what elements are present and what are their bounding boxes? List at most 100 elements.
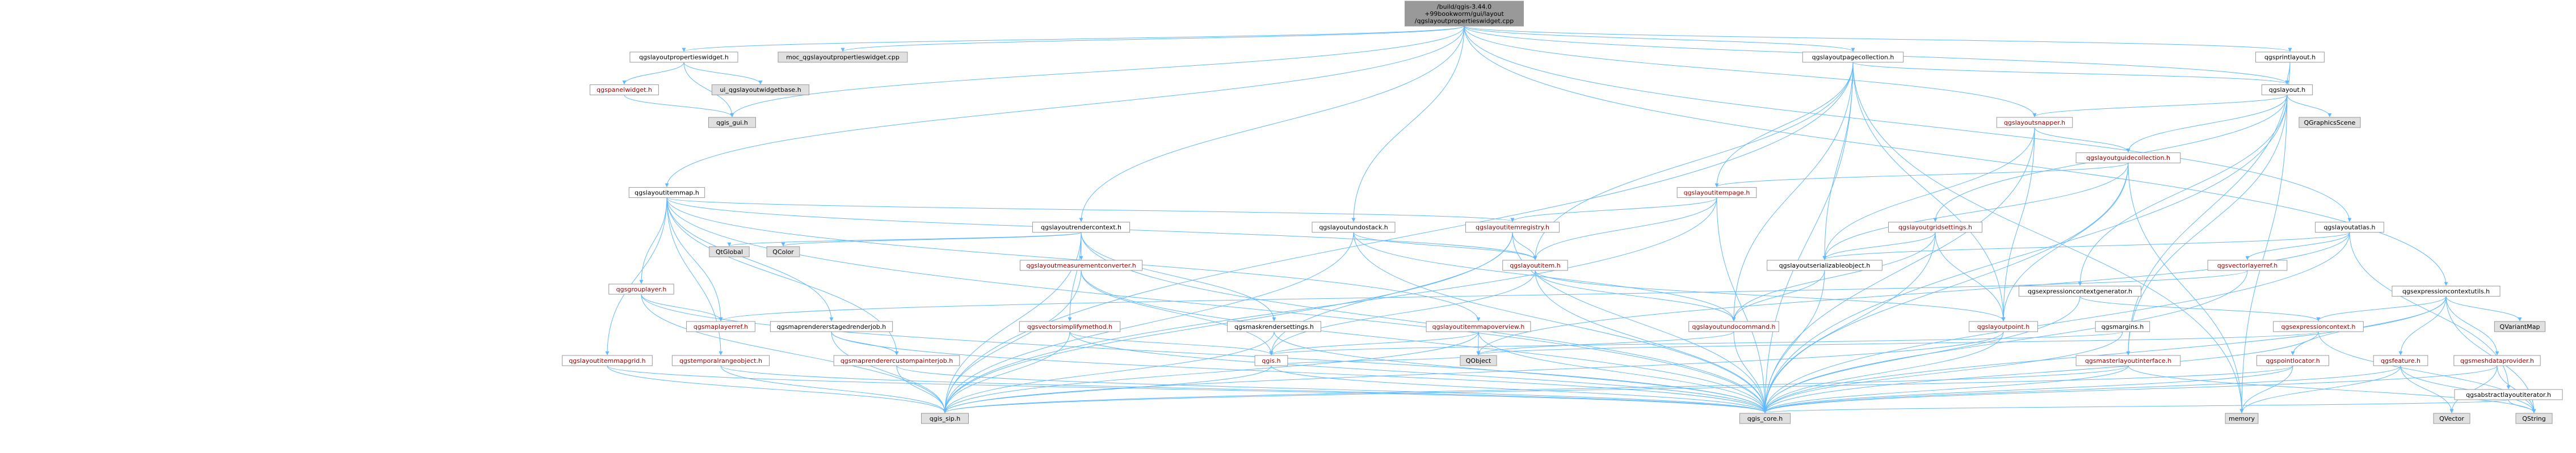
- node-exprcontext[interactable]: qgsexpressioncontext.h: [2273, 321, 2364, 332]
- edge-pagecoll-to-serializable: [1822, 62, 1854, 260]
- node-exprutils[interactable]: qgsexpressioncontextutils.h: [2392, 286, 2501, 297]
- edge-vsimplify-to-sip: [943, 331, 1070, 413]
- edge-pagecoll-to-memory: [1852, 62, 2244, 413]
- edge-itemmap-to-itemregistry: [666, 197, 1515, 222]
- edge-custompainter-to-core: [896, 365, 1767, 413]
- node-margins[interactable]: qgsmargins.h: [2095, 321, 2150, 332]
- node-box: [1254, 355, 1288, 366]
- edge-rendercontext-to-qtglobal: [727, 232, 1082, 247]
- node-label: qgslayoutitemregistry.h: [1476, 224, 1549, 231]
- edge-root-to-gui: [730, 26, 1465, 117]
- node-box: [1019, 321, 1121, 332]
- edge-undostack-to-sip: [943, 232, 1354, 413]
- node-box: [1739, 413, 1791, 424]
- node-pagecoll[interactable]: qgslayoutpagecollection.h: [1802, 52, 1904, 63]
- edge-exprutils-to-meshprovider: [2445, 296, 2499, 355]
- edge-snapper-to-guidecoll: [2034, 127, 2130, 153]
- node-vectorlayerref[interactable]: qgsvectorlayerref.h: [2207, 260, 2288, 271]
- node-atlas[interactable]: qgslayoutatlas.h: [2315, 222, 2384, 233]
- node-box: [629, 52, 738, 63]
- node-serializable[interactable]: qgslayoutserializableobject.h: [1767, 260, 1882, 271]
- node-box: [708, 117, 756, 128]
- edge-temporal-to-core: [720, 365, 1767, 413]
- node-undostack[interactable]: qgslayoutundostack.h: [1312, 222, 1396, 233]
- edge-layout-to-core: [1763, 95, 2288, 413]
- edge-itemregistry-to-qgis_h: [1269, 232, 1513, 355]
- node-absiter[interactable]: qgsabstractlayoutiterator.h: [2454, 389, 2563, 400]
- edge-root-to-printlayout: [1464, 26, 2292, 52]
- node-box: [1405, 1, 1524, 27]
- node-box: [770, 321, 893, 332]
- node-maprenderer[interactable]: qgsmaprendererstagedrenderjob.h: [770, 321, 893, 332]
- node-mapoverview[interactable]: qgslayoutitemmapoverview.h: [1426, 321, 1531, 332]
- node-layoutpoint[interactable]: qgslayoutpoint.h: [1969, 321, 2038, 332]
- node-rendercontext[interactable]: qgslayoutrendercontext.h: [1032, 222, 1131, 233]
- edge-gridsettings-to-serializable: [1822, 232, 1936, 260]
- node-panel[interactable]: qgspanelwidget.h: [590, 84, 659, 95]
- node-undocmd[interactable]: qgslayoutundocommand.h: [1688, 321, 1779, 332]
- edge-layoutpoint-to-sip: [943, 331, 2004, 413]
- edge-layout-to-gscene: [2287, 95, 2332, 117]
- node-measconv[interactable]: qgslayoutmeasurementconverter.h: [1019, 260, 1143, 271]
- edge-itemmap-to-core: [666, 197, 1767, 413]
- node-itemmap[interactable]: qgslayoutitemmap.h: [628, 187, 705, 198]
- edge-layout-to-exprctxgen: [2078, 95, 2288, 286]
- node-itemregistry[interactable]: qgslayoutitemregistry.h: [1465, 222, 1560, 233]
- node-box: [2392, 286, 2501, 297]
- node-label: QObject: [1466, 357, 1491, 365]
- node-box: [1888, 222, 1982, 233]
- node-mapgrid[interactable]: qgslayoutitemmapgrid.h: [562, 355, 653, 366]
- edge-root-to-pagecoll: [1464, 26, 1855, 52]
- node-label: qgslayoutgridsettings.h: [1898, 224, 1972, 231]
- node-meshprovider[interactable]: qgsmeshdataprovider.h: [2453, 355, 2541, 366]
- node-feature[interactable]: qgsfeature.h: [2373, 355, 2428, 366]
- node-root: /build/qgis-3.44.0+99bookworm/gui/layout…: [1405, 1, 1524, 27]
- node-layoutitem[interactable]: qgslayoutitem.h: [1502, 260, 1568, 271]
- edge-root-to-undostack: [1351, 26, 1465, 222]
- edge-margins-to-core: [1763, 331, 2123, 413]
- edge-itemmap-to-maprenderer: [666, 197, 834, 321]
- edge-lpw_h-to-gui: [683, 62, 734, 117]
- edge-pagecoll-to-itempage: [1714, 62, 1854, 188]
- node-box: [1802, 52, 1904, 63]
- node-box: [1465, 222, 1560, 233]
- node-box: [590, 84, 659, 95]
- edge-exprutils-to-feature: [2398, 296, 2447, 355]
- node-snapper[interactable]: qgslayoutsnapper.h: [1996, 117, 2073, 128]
- node-box: [766, 246, 800, 257]
- edge-measconv-to-sip: [943, 270, 1082, 413]
- node-temporal[interactable]: qgstemporalrangeobject.h: [671, 355, 770, 366]
- node-printlayout[interactable]: qgsprintlayout.h: [2255, 52, 2325, 63]
- node-maplayerref[interactable]: qgsmaplayerref.h: [686, 321, 755, 332]
- edge-itempage-to-itemregistry: [1510, 197, 1717, 222]
- node-itempage[interactable]: qgslayoutitempage.h: [1676, 187, 1757, 198]
- node-label: qgslayoutsnapper.h: [2004, 119, 2065, 126]
- node-box: [2255, 52, 2325, 63]
- edge-layoutpoint-to-core: [1763, 331, 2004, 413]
- node-gridsettings[interactable]: qgslayoutgridsettings.h: [1888, 222, 1982, 233]
- edge-undocmd-to-qobject: [1476, 331, 1734, 355]
- node-label: qgsexpressioncontext.h: [2281, 323, 2356, 331]
- edge-snapper-to-serializable: [1822, 127, 2035, 260]
- edge-root-to-moc: [841, 26, 1465, 52]
- edge-layout-to-masterlayout: [2126, 95, 2288, 355]
- node-lpw_h[interactable]: qgslayoutpropertieswidget.h: [629, 52, 738, 63]
- edge-rendercontext-to-maskrender: [1081, 232, 1276, 321]
- node-exprctxgen[interactable]: qgsexpressioncontextgenerator.h: [2018, 286, 2142, 297]
- node-box: [2373, 355, 2428, 366]
- node-grouplayer[interactable]: qgsgrouplayer.h: [608, 283, 674, 295]
- edge-atlas-to-core: [1763, 232, 2350, 413]
- edge-root-to-rendercontext: [1079, 26, 1465, 222]
- node-layout[interactable]: qgslayout.h: [2261, 84, 2313, 95]
- node-label: qgslayoutundostack.h: [1319, 224, 1388, 231]
- edge-feature-to-core: [1763, 365, 2401, 413]
- node-vsimplify[interactable]: qgsvectorsimplifymethod.h: [1019, 321, 1121, 332]
- node-label: qgslayoutmeasurementconverter.h: [1026, 262, 1136, 269]
- node-maskrender[interactable]: qgsmaskrendersettings.h: [1227, 321, 1321, 332]
- node-masterlayout[interactable]: qgsmasterlayoutinterface.h: [2075, 355, 2181, 366]
- node-qgis_h[interactable]: qgis.h: [1254, 355, 1288, 366]
- node-label: qgsmargins.h: [2102, 323, 2144, 331]
- node-pointlocator[interactable]: qgspointlocator.h: [2256, 355, 2330, 366]
- node-custompainter[interactable]: qgsmaprenderercustompainterjob.h: [833, 355, 960, 366]
- node-guidecoll[interactable]: qgslayoutguidecollection.h: [2075, 152, 2181, 163]
